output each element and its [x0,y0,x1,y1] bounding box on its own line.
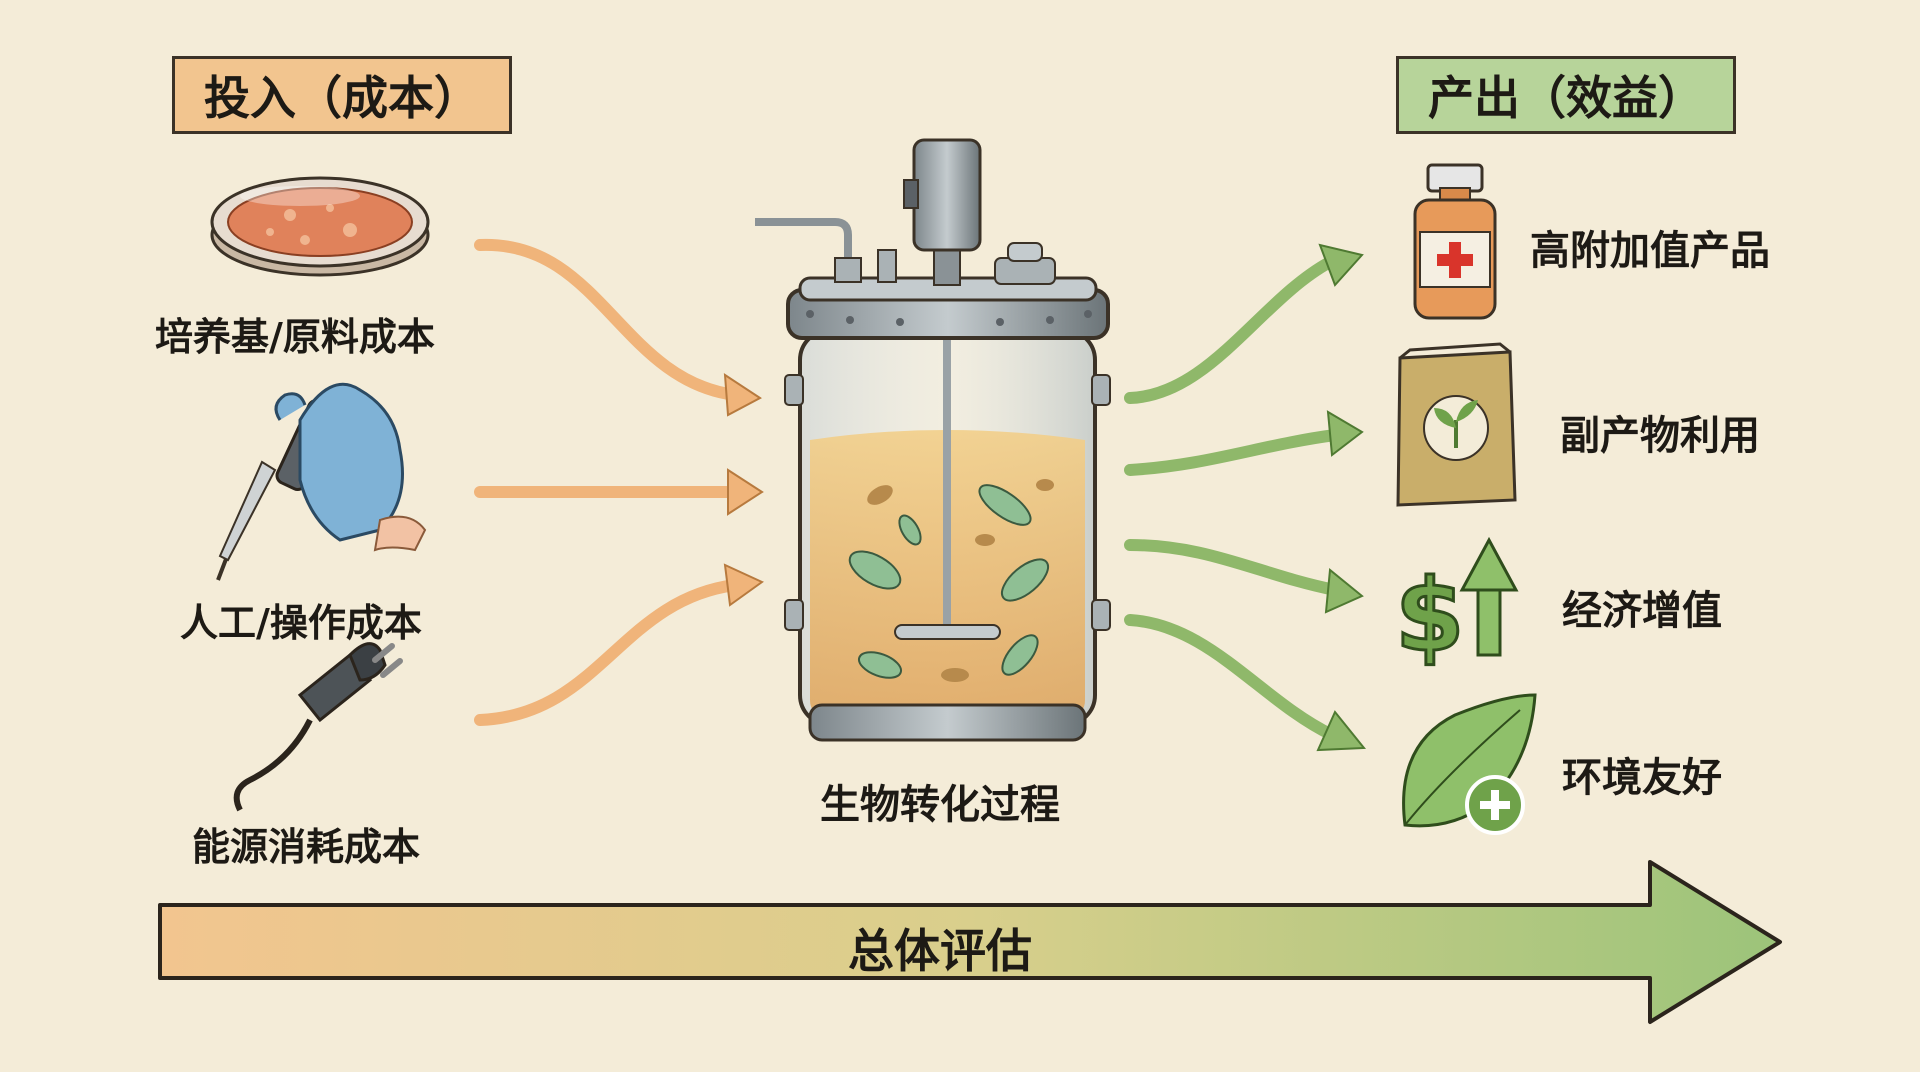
inputs-title: 投入（成本） [172,56,512,134]
medicine-bottle-icon [1413,163,1497,320]
output-label-environment: 环境友好 [1562,755,1722,801]
evaluation-arrow [158,860,1782,1024]
svg-text:$: $ [1395,557,1465,674]
output-arrow-3 [1124,539,1364,614]
input-label-energy: 能源消耗成本 [192,825,421,869]
leaf-plus-icon [1402,693,1537,835]
outputs-title: 产出（效益） [1396,56,1736,134]
process-label: 生物转化过程 [820,782,1060,828]
output-arrow-2 [1124,410,1364,476]
output-label-economic: 经济增值 [1562,588,1722,634]
output-label-product: 高附加值产品 [1530,228,1770,274]
bioreactor-icon [755,138,1111,742]
evaluation-label: 总体评估 [848,924,1032,978]
dollar-up-arrow-icon: $ [1394,536,1519,676]
power-plug-icon [233,642,403,812]
input-arrow-1 [474,238,762,417]
pipette-glove-icon [216,382,427,581]
input-label-labor: 人工/操作成本 [180,601,422,645]
input-label-media: 培养基/原料成本 [155,315,435,359]
input-arrow-3 [474,563,764,726]
petri-dish-icon [210,176,430,277]
fertilizer-bag-icon [1396,342,1517,507]
output-arrow-1 [1124,243,1364,404]
output-label-byproduct: 副产物利用 [1560,413,1760,459]
output-arrow-4 [1124,614,1367,752]
input-arrow-2 [474,468,764,516]
